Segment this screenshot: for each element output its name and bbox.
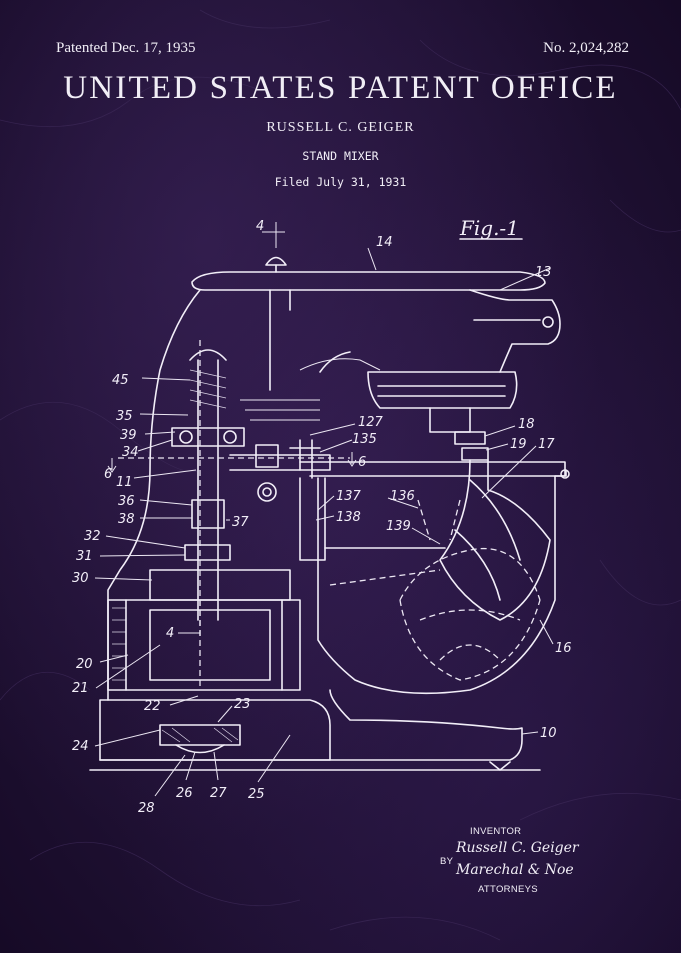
- numeral: 19: [510, 437, 527, 452]
- numeral: 20: [76, 657, 93, 672]
- numeral: 38: [118, 512, 135, 527]
- numeral: 127: [358, 415, 384, 430]
- numeral: 24: [72, 739, 89, 754]
- inventor-label: INVENTOR: [470, 826, 522, 837]
- numeral: 32: [84, 529, 101, 544]
- patent-date: Patented Dec. 17, 1935: [56, 40, 196, 56]
- numeral: 137: [336, 489, 362, 504]
- numeral: 26: [176, 786, 193, 801]
- numeral: 18: [518, 417, 535, 432]
- numeral: 21: [72, 681, 89, 696]
- numeral: 4: [166, 626, 174, 641]
- attorneys-label: ATTORNEYS: [478, 884, 538, 895]
- figure-label: Fig.-1: [459, 216, 519, 240]
- numeral: 34: [122, 445, 139, 460]
- patent-title: STAND MIXER: [302, 149, 379, 163]
- office-heading: UNITED STATES PATENT OFFICE: [63, 70, 618, 106]
- numeral: 25: [248, 787, 265, 802]
- numeral: 16: [555, 641, 572, 656]
- numeral: 6: [104, 467, 112, 482]
- numeral: 6: [358, 455, 366, 470]
- numeral: 13: [535, 265, 552, 280]
- numeral: 4: [256, 219, 264, 234]
- numeral: 139: [386, 519, 411, 534]
- numeral: 14: [376, 235, 393, 250]
- numeral: 37: [232, 515, 249, 530]
- numeral: 39: [120, 428, 137, 443]
- numeral: 27: [210, 786, 227, 801]
- numeral: 11: [116, 475, 133, 490]
- numeral: 30: [72, 571, 89, 586]
- numeral: 17: [538, 437, 555, 452]
- attorney-signature: Marechal & Noe: [456, 862, 574, 878]
- numeral: 10: [540, 726, 557, 741]
- numeral: 135: [352, 432, 377, 447]
- numeral: 45: [112, 373, 129, 388]
- numeral: 22: [144, 699, 161, 714]
- numeral: 36: [118, 494, 135, 509]
- inventor-name: RUSSELL C. GEIGER: [266, 120, 415, 135]
- numeral: 23: [234, 697, 251, 712]
- numeral: 28: [138, 801, 155, 816]
- reference-numerals: 4 14 13 45 35 39 34 11 6 36 38 37 32 31 …: [72, 219, 572, 816]
- numeral: 136: [390, 489, 415, 504]
- patent-number: No. 2,024,282: [543, 40, 629, 56]
- numeral: 31: [76, 549, 93, 564]
- filed-date: Filed July 31, 1931: [274, 175, 407, 189]
- numeral: 138: [336, 510, 361, 525]
- by-label: BY: [440, 856, 454, 867]
- numeral: 35: [116, 409, 133, 424]
- inventor-signature: Russell C. Geiger: [456, 840, 579, 856]
